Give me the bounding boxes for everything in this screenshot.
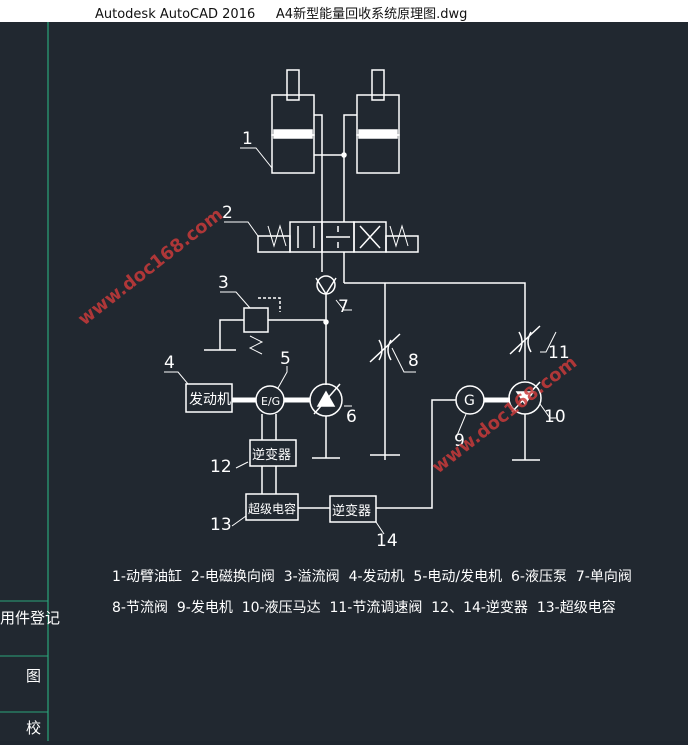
throttle-valve — [369, 283, 401, 460]
callout-12: 12 — [210, 457, 232, 477]
callout-13: 13 — [210, 515, 232, 535]
gen-symbol: G — [464, 393, 475, 409]
relief-valve — [204, 297, 326, 355]
watermark-left: www.doc168.com — [74, 204, 227, 330]
callout-1: 1 — [242, 129, 253, 149]
window-title: Autodesk AutoCAD 2016 A4新型能量回收系统原理图.dwg — [95, 7, 468, 22]
schematic-drawing: 用件登记 图 校 — [0, 22, 632, 741]
em-symbol: E/G — [261, 395, 280, 408]
legend-line-2: 8-节流阀 9-发电机 10-液压马达 11-节流调速阀 12、14-逆变器 1… — [112, 599, 616, 616]
callout-9: 9 — [454, 431, 465, 451]
inverter-box-12 — [249, 439, 297, 467]
callout-10: 10 — [544, 407, 566, 427]
window-title-bar: Autodesk AutoCAD 2016 A4新型能量回收系统原理图.dwg — [0, 0, 688, 22]
inverter-label-top: 逆变器 — [252, 447, 291, 463]
boom-cylinder-left — [271, 69, 315, 174]
callout-4: 4 — [164, 353, 175, 373]
title-block-drawing: 图 — [26, 667, 41, 685]
callout-11: 11 — [548, 343, 570, 363]
title-block-registration: 用件登记 — [0, 609, 60, 627]
engine-label: 发动机 — [189, 392, 231, 408]
callout-14: 14 — [376, 531, 398, 551]
callout-7: 7 — [338, 297, 349, 317]
callout-6: 6 — [346, 407, 357, 427]
hydraulic-motor — [508, 381, 542, 461]
drawing-canvas[interactable]: 用件登记 图 校 — [0, 22, 688, 741]
callout-2: 2 — [222, 203, 233, 223]
supercap-label: 超级电容 — [248, 501, 296, 516]
hydraulic-pump — [309, 383, 343, 459]
supercapacitor-box — [245, 493, 299, 521]
inverter-label-right: 逆变器 — [332, 503, 371, 519]
callout-5: 5 — [280, 349, 291, 369]
solenoid-directional-valve — [257, 221, 419, 253]
callout-3: 3 — [218, 273, 229, 293]
callout-8: 8 — [408, 351, 419, 371]
boom-cylinder-right — [356, 69, 400, 174]
legend-line-1: 1-动臂油缸 2-电磁换向阀 3-溢流阀 4-发动机 5-电动/发电机 6-液压… — [112, 568, 632, 585]
engine-box — [185, 383, 233, 413]
title-block-check: 校 — [26, 719, 41, 737]
inverter-box-14 — [329, 495, 377, 523]
throttle-speed-valve — [509, 325, 541, 355]
